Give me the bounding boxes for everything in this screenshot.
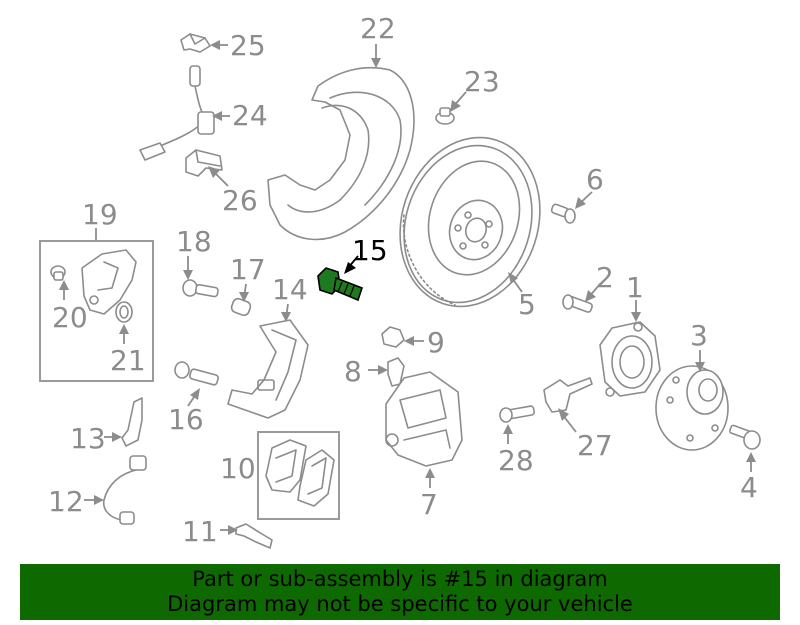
callout-19: 19 <box>82 198 118 231</box>
part-11-clip <box>235 523 273 549</box>
callout-7: 7 <box>420 488 438 521</box>
arrow-18 <box>183 270 193 280</box>
part-28-bolt <box>499 405 535 423</box>
part-17-guide-pin <box>230 297 252 317</box>
callout-25: 25 <box>230 29 266 62</box>
arrow-27 <box>558 408 569 421</box>
part-25-clip <box>180 33 211 53</box>
part-13-bracket <box>121 397 143 447</box>
part-9-bleeder-cap <box>381 326 405 348</box>
arrow-28 <box>503 424 513 434</box>
part-10-brake-pads <box>265 439 335 507</box>
arrow-3 <box>695 362 705 372</box>
part-23-screw <box>435 107 455 125</box>
part-6-bolt <box>550 203 576 224</box>
arrow-17 <box>239 292 249 302</box>
callout-28: 28 <box>498 444 534 477</box>
callout-8: 8 <box>344 355 362 388</box>
callout-16: 16 <box>168 403 204 436</box>
arrow-23 <box>450 100 461 112</box>
arrow-21 <box>119 324 129 334</box>
arrow-22 <box>371 58 381 68</box>
arrow-26 <box>208 166 220 178</box>
info-banner: Part or sub-assembly is #15 in diagram D… <box>20 564 780 620</box>
part-2-bolt <box>562 294 593 313</box>
arrow-12 <box>94 495 104 505</box>
arrow-16 <box>190 388 200 400</box>
callout-2: 2 <box>596 261 614 294</box>
part-15-bolt-highlighted[interactable] <box>317 267 364 302</box>
part-20-screw <box>50 265 66 281</box>
part-21-o-ring <box>115 301 133 323</box>
arrow-9 <box>404 336 414 346</box>
callout-13: 13 <box>70 422 106 455</box>
callout-9: 9 <box>427 326 445 359</box>
arrow-14 <box>281 312 291 322</box>
arrow-20 <box>59 280 69 290</box>
part-18-bolt <box>182 279 219 298</box>
part-14-caliper-bracket <box>227 319 309 419</box>
callout-17: 17 <box>230 253 266 286</box>
callout-22: 22 <box>360 12 396 45</box>
part-12-sensor-harness <box>102 455 147 525</box>
arrow-1 <box>631 312 641 322</box>
part-24-sensor-cable <box>139 65 215 161</box>
callout-1: 1 <box>626 271 644 304</box>
callout-24: 24 <box>232 99 268 132</box>
part-27-bracket <box>543 377 593 413</box>
part-1-hub-bearing <box>599 321 661 397</box>
part-4-lug-bolt <box>728 424 761 450</box>
arrow-13 <box>112 432 122 442</box>
arrow-15 <box>344 262 356 274</box>
arrow-24 <box>212 111 222 121</box>
callout-26: 26 <box>222 184 258 217</box>
callout-12: 12 <box>48 485 84 518</box>
callout-6: 6 <box>586 163 604 196</box>
callout-3: 3 <box>690 319 708 352</box>
arrow-8 <box>378 365 388 375</box>
banner-line-2: Diagram may not be specific to your vehi… <box>167 592 633 616</box>
part-22-splash-shield <box>267 66 415 241</box>
part-19-parking-brake-actuator <box>81 249 137 315</box>
callout-15: 15 <box>352 234 388 267</box>
part-7-caliper <box>385 371 463 467</box>
callout-20: 20 <box>52 301 88 334</box>
arrow-6 <box>575 197 586 209</box>
part-3-hub <box>655 365 729 451</box>
part-16-bolt <box>174 361 219 386</box>
callout-27: 27 <box>577 429 613 462</box>
callout-21: 21 <box>110 344 146 377</box>
arrow-2 <box>585 290 596 302</box>
callout-11: 11 <box>182 515 218 548</box>
part-5-brake-rotor <box>399 136 541 308</box>
callout-18: 18 <box>176 225 212 258</box>
callout-14: 14 <box>272 273 308 306</box>
arrow-7 <box>425 468 435 478</box>
banner-line-1: Part or sub-assembly is #15 in diagram <box>192 567 608 591</box>
arrow-4 <box>746 452 756 462</box>
arrow-11 <box>228 525 238 535</box>
callout-23: 23 <box>464 65 500 98</box>
arrow-25 <box>210 40 220 50</box>
callout-4: 4 <box>740 471 758 504</box>
callout-5: 5 <box>518 288 536 321</box>
arrow-5 <box>508 272 518 284</box>
callout-10: 10 <box>220 452 256 485</box>
